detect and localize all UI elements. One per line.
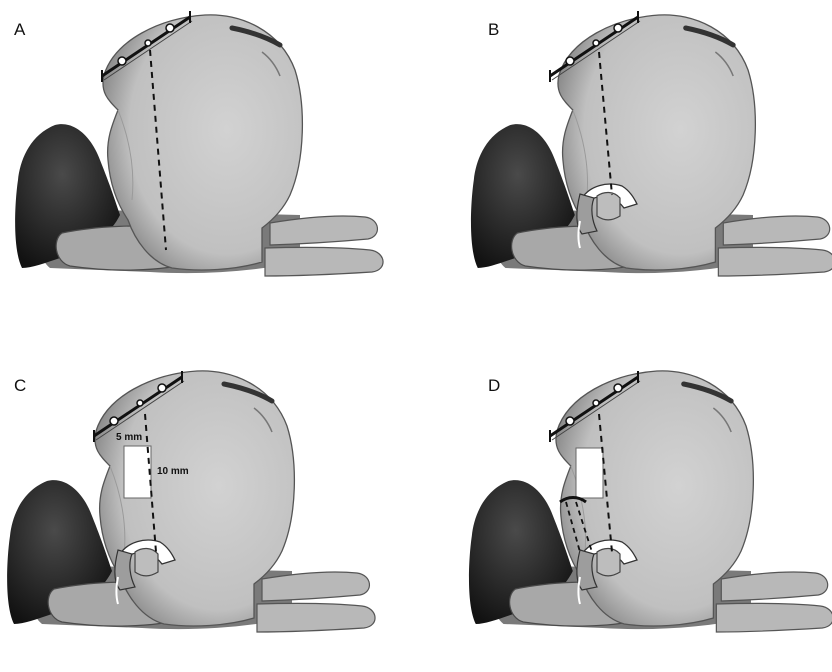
panel-d: D — [416, 356, 832, 672]
scapula-drawing-c — [0, 356, 416, 672]
graft-window — [576, 448, 603, 498]
width-measurement: 5 mm — [116, 432, 142, 443]
graft-window — [124, 446, 151, 498]
panel-label: A — [14, 20, 25, 40]
panel-label: C — [14, 376, 26, 396]
scapula-drawing-a — [0, 0, 416, 316]
panel-label: B — [488, 20, 499, 40]
panel-label: D — [488, 376, 500, 396]
height-measurement: 10 mm — [157, 466, 189, 477]
panel-c: C 5 mm 10 mm — [0, 356, 416, 672]
scapula-drawing-d — [416, 356, 832, 672]
panel-a: A — [0, 0, 416, 316]
panel-b: B — [416, 0, 832, 316]
scapula-drawing-b — [416, 0, 832, 316]
